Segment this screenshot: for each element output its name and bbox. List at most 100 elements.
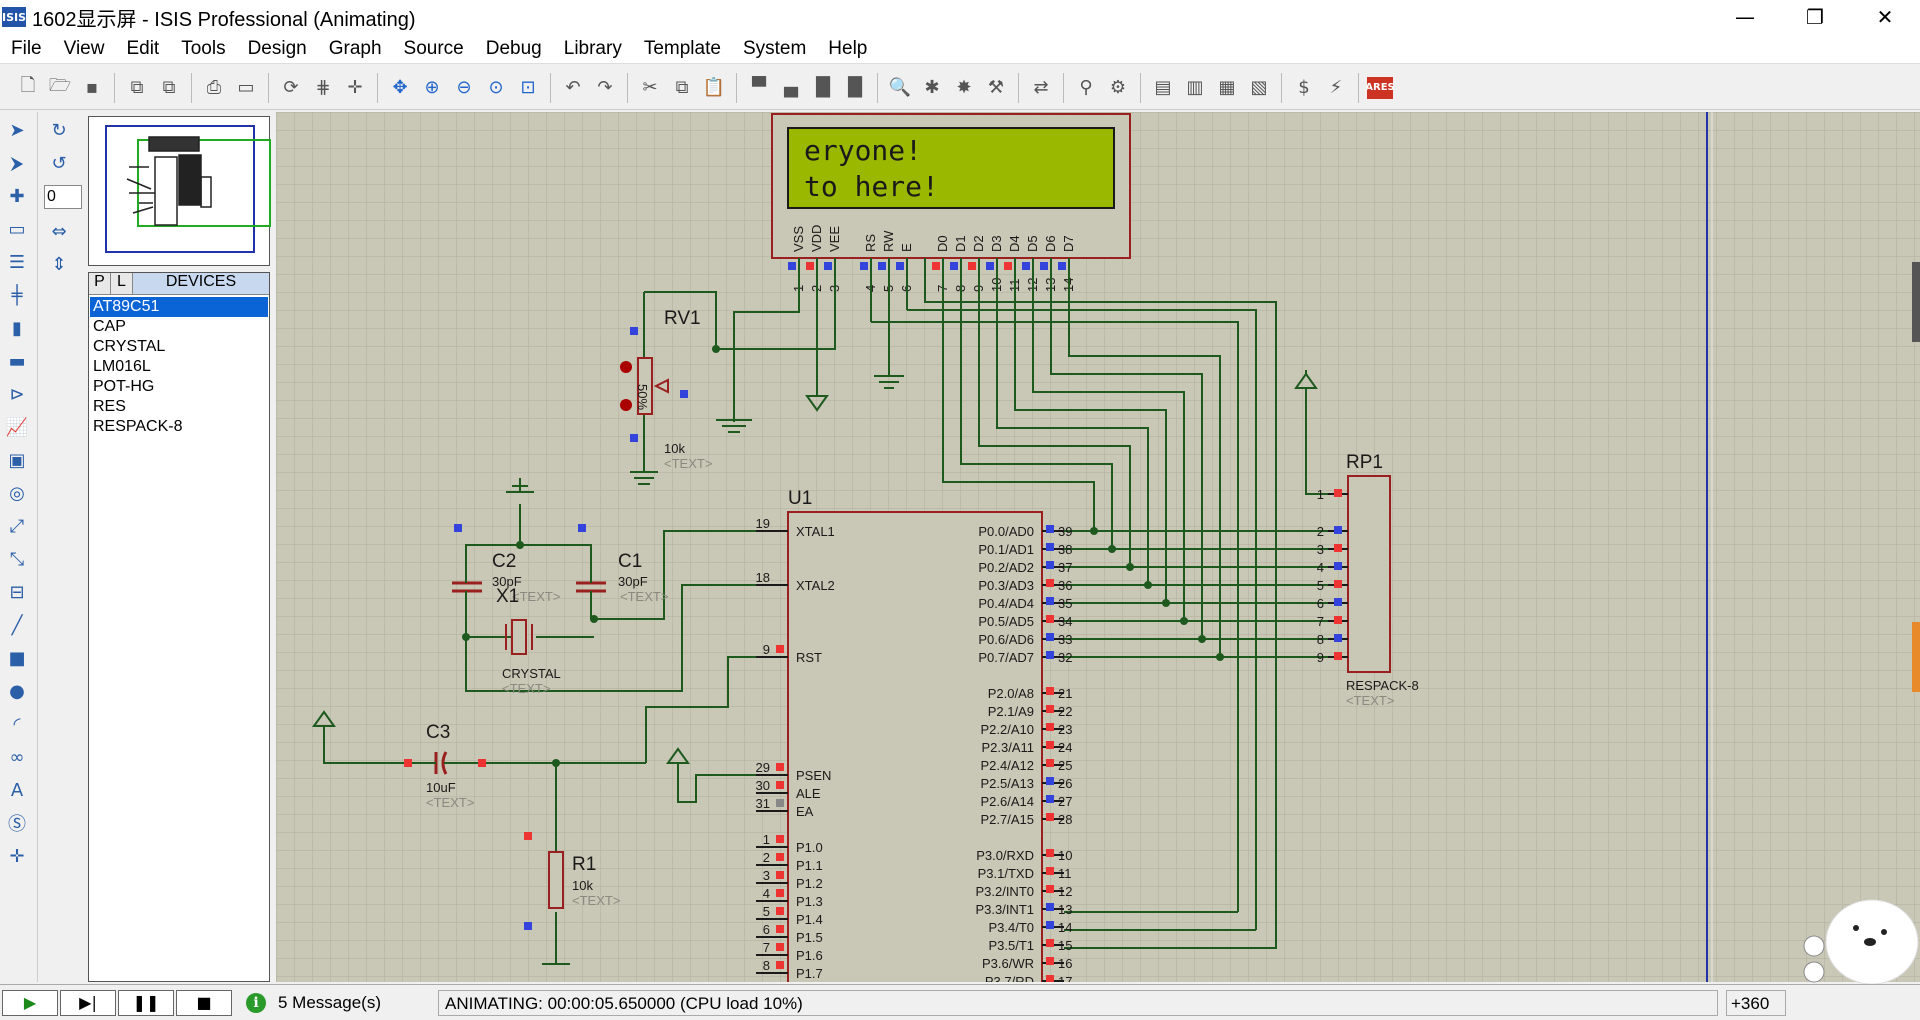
package-icon[interactable]: ✸ — [956, 77, 972, 98]
block-rotate-icon[interactable]: █ — [816, 77, 830, 98]
c3-capacitor[interactable]: C3 10uF <TEXT> — [404, 722, 486, 810]
zoom-all-icon[interactable]: ⊙ — [488, 77, 504, 98]
block-move-icon[interactable]: ▄ — [784, 77, 798, 98]
new-file-icon[interactable]: 🗋 — [20, 74, 36, 96]
play-button[interactable]: ▶ — [2, 989, 58, 1016]
tape-recorder-icon[interactable]: ▣ — [8, 449, 26, 471]
goto-sheet-icon[interactable]: ▧ — [1250, 77, 1268, 98]
text-tool-icon[interactable]: A — [10, 779, 24, 801]
rotate-clockwise-icon[interactable]: ↻ — [51, 119, 67, 141]
menu-design[interactable]: Design — [247, 37, 307, 59]
path-tool-icon[interactable]: ∞ — [9, 746, 25, 768]
terminal-icon[interactable]: ▬ — [8, 350, 26, 372]
c2-capacitor[interactable]: C2 30pF <TEXT> — [452, 524, 560, 605]
overview-window[interactable] — [88, 116, 271, 266]
cut-icon[interactable]: ✂ — [642, 77, 658, 98]
new-sheet-icon[interactable]: ▥ — [1186, 77, 1204, 98]
library-manager-button[interactable]: L — [111, 273, 133, 294]
copy-icon[interactable]: ⧉ — [675, 77, 689, 98]
menu-view[interactable]: View — [63, 37, 105, 59]
box-tool-icon[interactable]: ■ — [8, 647, 26, 669]
device-item[interactable]: CRYSTAL — [93, 338, 166, 355]
undo-icon[interactable]: ↶ — [565, 77, 581, 98]
current-probe-icon[interactable]: ⤡ — [9, 548, 25, 570]
arc-tool-icon[interactable]: ◜ — [13, 713, 21, 735]
graph-icon[interactable]: 📈 — [5, 416, 29, 438]
circle-tool-icon[interactable]: ● — [9, 680, 25, 702]
make-device-icon[interactable]: ✱ — [924, 77, 940, 98]
virtual-instrument-icon[interactable]: ⊟ — [9, 581, 25, 603]
junction-dot-icon[interactable]: ✚ — [9, 185, 25, 207]
electrical-check-icon[interactable]: ⚡ — [1329, 77, 1343, 98]
menu-tools[interactable]: Tools — [181, 37, 226, 59]
zoom-in-icon[interactable]: ⊕ — [424, 77, 440, 98]
device-item[interactable]: AT89C51 — [90, 297, 268, 317]
mirror-horizontal-icon[interactable]: ⇔ — [51, 220, 67, 242]
block-delete-icon[interactable]: █ — [848, 77, 862, 98]
pick-devices-button[interactable]: P — [89, 273, 111, 294]
device-item[interactable]: CAP — [93, 318, 126, 335]
symbol-tool-icon[interactable]: Ⓢ — [8, 814, 26, 835]
menu-edit[interactable]: Edit — [126, 37, 160, 59]
stop-button[interactable]: ■ — [176, 989, 232, 1016]
wire-label-icon[interactable]: ▭ — [8, 218, 26, 240]
pause-button[interactable]: ❚❚ — [118, 989, 174, 1016]
lcd-lm016l[interactable]: eryone! to here! VSS1VDD2VEE3RS4RW5E6D07… — [771, 113, 1131, 292]
save-file-icon[interactable]: ▪ — [85, 77, 99, 98]
select-mode-icon[interactable]: ➤ — [9, 119, 25, 141]
import-icon[interactable]: ⧉ — [130, 77, 144, 98]
pan-icon[interactable]: ✥ — [392, 77, 408, 98]
device-item[interactable]: RES — [93, 398, 126, 415]
property-tool-icon[interactable]: ⚙ — [1109, 77, 1127, 98]
subcircuit-icon[interactable]: ▮ — [12, 317, 22, 339]
origin-icon[interactable]: ✛ — [347, 77, 363, 98]
zoom-out-icon[interactable]: ⊖ — [456, 77, 472, 98]
menu-library[interactable]: Library — [563, 37, 622, 59]
menu-graph[interactable]: Graph — [328, 37, 382, 59]
rv1-potentiometer[interactable]: RV1 10k <TEXT> 50% — [620, 308, 712, 471]
line-tool-icon[interactable]: ╱ — [11, 614, 23, 636]
grid-icon[interactable]: ⋕ — [315, 77, 331, 98]
menu-source[interactable]: Source — [403, 37, 464, 59]
component-mode-icon[interactable]: ⮞ — [10, 152, 24, 174]
menu-file[interactable]: File — [11, 37, 42, 59]
c1-capacitor[interactable]: C1 30pF <TEXT> — [576, 524, 668, 605]
decompose-icon[interactable]: ⚒ — [987, 77, 1005, 98]
maximize-button[interactable]: ❐ — [1806, 5, 1824, 29]
remove-sheet-icon[interactable]: ▦ — [1218, 77, 1236, 98]
refresh-icon[interactable]: ⟳ — [283, 77, 299, 98]
r1-resistor[interactable]: R1 10k <TEXT> — [524, 832, 620, 930]
redo-icon[interactable]: ↷ — [597, 77, 613, 98]
export-icon[interactable]: ⧉ — [162, 77, 176, 98]
menu-help[interactable]: Help — [828, 37, 868, 59]
generator-icon[interactable]: ◎ — [9, 482, 25, 504]
print-icon[interactable]: ⎙ — [206, 77, 222, 98]
device-item[interactable]: POT-HG — [93, 378, 155, 395]
menu-debug[interactable]: Debug — [485, 37, 542, 59]
rotate-anticlockwise-icon[interactable]: ↺ — [51, 152, 67, 174]
rotation-angle-input[interactable] — [44, 185, 82, 209]
menu-system[interactable]: System — [742, 37, 807, 59]
device-item[interactable]: LM016L — [93, 358, 151, 375]
bill-of-materials-icon[interactable]: $ — [1298, 77, 1310, 98]
mirror-vertical-icon[interactable]: ⇕ — [51, 253, 67, 275]
block-copy-icon[interactable]: ▀ — [752, 77, 766, 98]
bus-icon[interactable]: ╪ — [11, 284, 23, 306]
device-item[interactable]: RESPACK-8 — [93, 418, 183, 435]
marker-tool-icon[interactable]: ✛ — [9, 845, 25, 867]
message-count[interactable]: 5 Message(s) — [278, 992, 381, 1012]
pick-device-icon[interactable]: 🔍 — [888, 77, 912, 98]
menu-template[interactable]: Template — [643, 37, 721, 59]
device-pin-icon[interactable]: ⊳ — [9, 383, 25, 405]
vertical-scrollbar-thumb[interactable] — [1912, 262, 1920, 342]
paste-icon[interactable]: 📋 — [702, 77, 726, 98]
search-icon[interactable]: ⚲ — [1079, 77, 1093, 98]
minimize-button[interactable]: — — [1735, 5, 1755, 29]
info-icon[interactable]: i — [246, 992, 266, 1013]
wire-autorouter-icon[interactable]: ⇄ — [1033, 77, 1049, 98]
close-button[interactable]: ✕ — [1876, 5, 1894, 29]
step-button[interactable]: ▶| — [60, 989, 116, 1016]
voltage-probe-icon[interactable]: ⤢ — [9, 515, 25, 537]
